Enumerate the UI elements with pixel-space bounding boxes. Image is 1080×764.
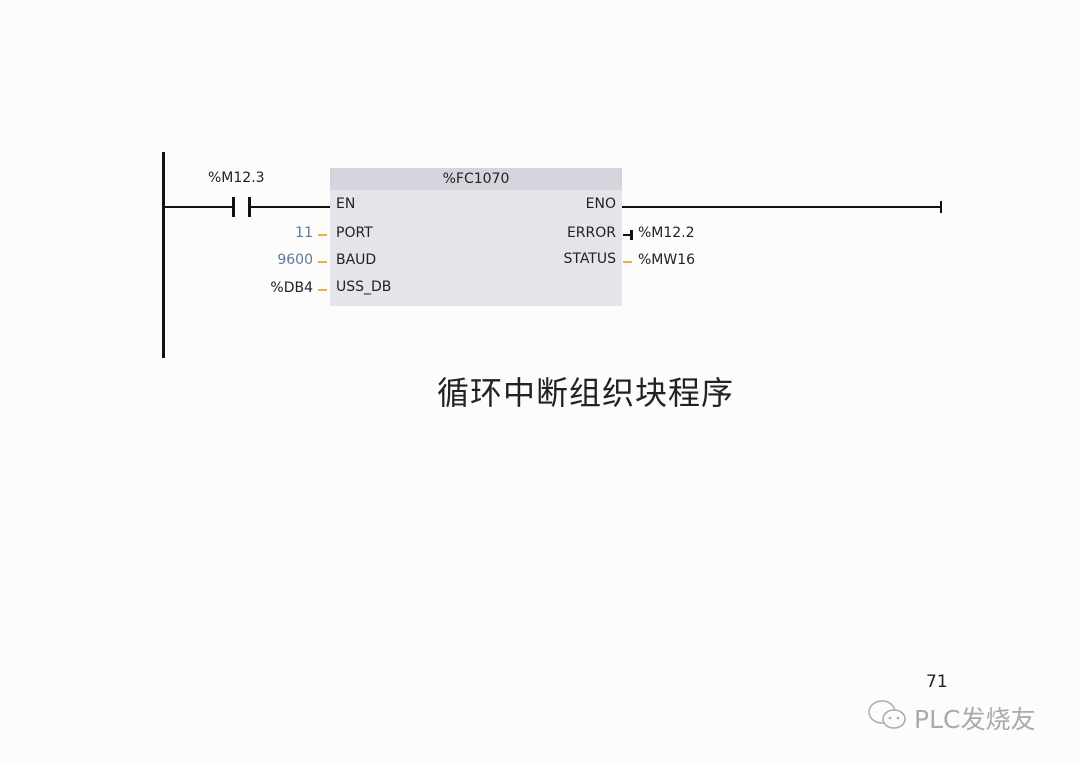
error-value: %M12.2 (638, 225, 695, 241)
contact-right-bar (248, 197, 251, 217)
contact-address: %M12.3 (208, 170, 265, 186)
rung-end-tick (940, 201, 942, 213)
contact-left-bar (232, 197, 235, 217)
uss-db-value: %DB4 (270, 280, 313, 296)
pin-port: PORT (336, 225, 373, 241)
pin-en: EN (336, 196, 356, 212)
left-power-rail (162, 152, 165, 358)
pin-baud: BAUD (336, 252, 377, 268)
baud-value: 9600 (277, 252, 313, 268)
function-block[interactable]: %FC1070 EN PORT BAUD USS_DB ENO ERROR ST… (330, 168, 622, 306)
error-wire (623, 234, 632, 236)
pin-status: STATUS (563, 251, 616, 267)
block-name: %FC1070 (330, 168, 622, 190)
slide-caption: 循环中断组织块程序 (437, 374, 735, 412)
watermark-text: PLC发烧友 (914, 705, 1036, 734)
baud-wire (318, 261, 327, 263)
status-value: %MW16 (638, 252, 696, 268)
uss-db-wire (318, 289, 327, 291)
port-wire (318, 234, 327, 236)
wechat-icon (866, 698, 910, 732)
rung-line-left (163, 206, 233, 208)
page-number: 71 (926, 672, 948, 692)
pin-eno: ENO (585, 196, 616, 212)
rung-line-mid (250, 206, 330, 208)
rung-line-right (622, 206, 942, 208)
error-coil-tick (630, 230, 633, 240)
status-wire (623, 261, 632, 263)
pin-uss-db: USS_DB (336, 279, 392, 295)
pin-error: ERROR (566, 225, 616, 241)
port-value: 11 (295, 225, 313, 241)
